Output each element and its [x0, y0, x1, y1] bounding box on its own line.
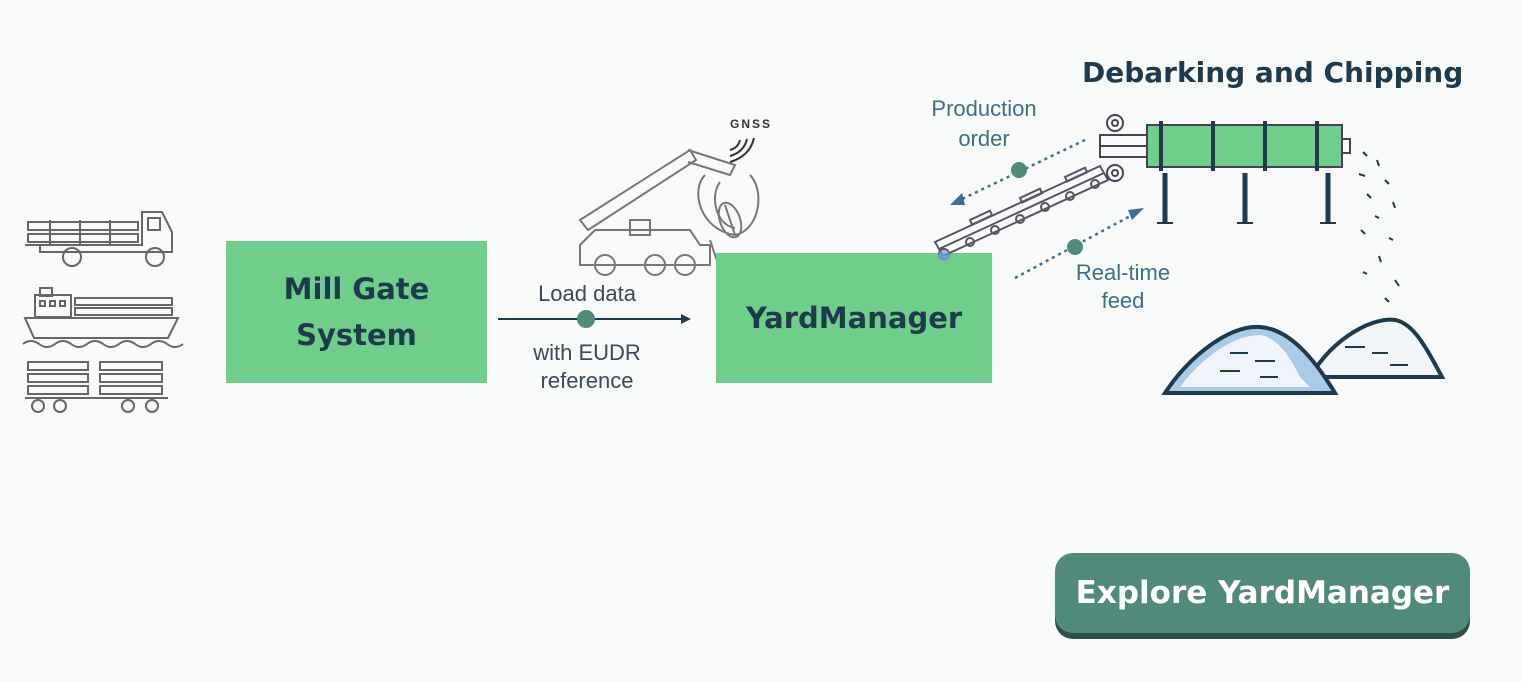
gnss-label: GNSS: [730, 117, 773, 131]
production-label: Production: [931, 96, 1037, 121]
connector-dot: [1067, 239, 1083, 255]
load-data-label: Load data: [538, 281, 636, 306]
connector-dot: [577, 310, 595, 328]
mill-gate-system-box: Mill Gate System: [226, 241, 487, 383]
mill-gate-label-line1: Mill Gate: [283, 272, 430, 306]
log-loader-icon: [578, 137, 760, 276]
yard-manager-label: YardManager: [745, 301, 963, 335]
gnss-signal-icon: [729, 137, 755, 163]
reference-label: reference: [540, 368, 634, 393]
chip-piles-icon: [1161, 317, 1446, 395]
debarking-drum-icon: [1099, 114, 1351, 224]
rail-car-icon: [25, 361, 168, 413]
wood-chips-icon: [1358, 151, 1400, 303]
debarking-chipping-heading: Debarking and Chipping: [1082, 56, 1464, 89]
order-label: order: [958, 126, 1010, 151]
truck-icon: [25, 211, 173, 267]
load-data-arrow: [498, 310, 691, 328]
with-eudr-label: with EUDR: [533, 340, 641, 365]
yard-manager-box: YardManager: [716, 253, 992, 383]
conveyor-belt-icon: [933, 164, 1110, 262]
production-order-arrow: [950, 138, 1086, 205]
real-time-label: Real-time: [1075, 260, 1171, 285]
ship-icon: [22, 287, 184, 348]
feed-label: feed: [1101, 288, 1145, 313]
connector-dot: [1011, 162, 1027, 178]
explore-yardmanager-button[interactable]: Explore YardManager: [1055, 553, 1470, 633]
transport-icons: [22, 211, 184, 413]
real-time-feed-arrow: [1014, 208, 1144, 280]
mill-gate-label-line2: System: [296, 318, 417, 352]
